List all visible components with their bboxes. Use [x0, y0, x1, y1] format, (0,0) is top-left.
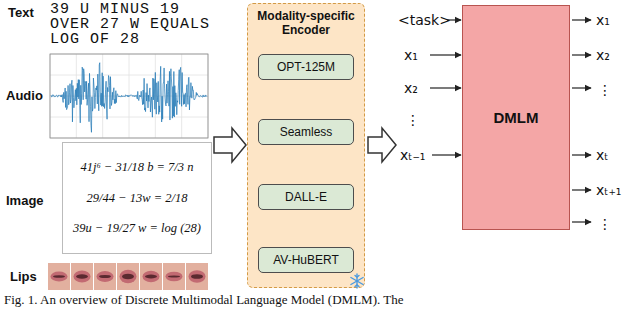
lip-shape: [166, 272, 183, 282]
input-token: x₂: [404, 80, 418, 96]
lip-frame: [117, 263, 139, 290]
snowflake-arm: [351, 278, 363, 285]
snowflake-arm: [351, 278, 363, 285]
mouth-opening: [122, 274, 134, 280]
input-arrow: [430, 87, 461, 88]
task-token: <task>: [398, 12, 451, 28]
output-token: xₜ: [596, 147, 608, 163]
encoder-box: Seamless: [258, 119, 354, 145]
transcript-text: 39 U MINUS 19 OVER 27 W EQUALS LOG OF 28: [50, 2, 218, 47]
image-sample: 41j⁶ − 31/18 b = 7/3 n 29/44 − 13w = 2/18…: [62, 142, 212, 254]
input-arrow: [432, 154, 461, 155]
mouth-opening: [191, 274, 203, 279]
mouth-opening: [53, 275, 65, 278]
encoder-box: DALL-E: [258, 184, 354, 210]
output-arrow: [572, 189, 591, 190]
lip-shape: [143, 271, 160, 283]
lip-frames: [48, 263, 208, 290]
figure-caption: Fig. 1. An overview of Discrete Multimod…: [4, 292, 403, 308]
lip-shape: [120, 270, 137, 284]
lip-shape: [189, 270, 206, 282]
output-arrow: [572, 154, 591, 155]
lip-frame: [140, 263, 162, 290]
block-arrow: [214, 128, 246, 162]
box-label: OPT-125M: [277, 60, 335, 74]
ellipsis: ⋮: [406, 112, 420, 128]
input-arrow: [430, 54, 461, 55]
lip-shape: [97, 271, 114, 282]
lip-frame: [186, 263, 208, 290]
encoder-box: AV-HuBERT: [258, 247, 354, 273]
grid-line: [50, 75, 208, 76]
lip-frame: [163, 263, 185, 290]
group-title: Modality-specific Encoder: [248, 9, 364, 38]
encoder-group: Modality-specific EncoderOPT-125M Seamles…: [247, 3, 365, 288]
modality-label: Lips: [10, 269, 37, 284]
encoder-box: OPT-125M: [258, 54, 354, 80]
block-arrow: [368, 128, 396, 162]
ellipsis: ⋮: [598, 216, 612, 232]
plot-frame: [50, 54, 208, 138]
equation: 41j⁶ − 31/18 b = 7/3 n: [81, 160, 194, 175]
mouth-opening: [76, 274, 88, 278]
output-token: x₁: [596, 12, 610, 28]
modality-label: Audio: [6, 88, 43, 103]
output-arrow: [572, 221, 591, 222]
mouth-opening: [99, 275, 111, 278]
equation: 29/44 − 13w = 2/18: [87, 191, 188, 206]
lip-frame: [71, 263, 93, 290]
output-token: x₂: [596, 47, 610, 63]
snowflake-arm: [355, 285, 359, 287]
output-token: xₜ₊₁: [596, 182, 621, 198]
grid-line: [50, 117, 208, 118]
model-box: DMLM: [462, 5, 570, 230]
lip-shape: [74, 270, 91, 282]
audio-waveform: [50, 54, 208, 138]
output-arrow: [572, 19, 591, 20]
input-token: x₁: [404, 47, 418, 63]
lip-frame: [94, 263, 116, 290]
mouth-opening: [145, 275, 157, 279]
modality-label: Image: [6, 193, 44, 208]
snowflake-arm: [355, 276, 359, 278]
output-arrow: [572, 54, 591, 55]
equation: 39u − 19/27 w = log (28): [73, 221, 201, 236]
lip-shape: [51, 271, 68, 281]
input-token: xₜ₋₁: [400, 147, 425, 163]
box-label: Seamless: [280, 125, 333, 139]
waveform-trace: [51, 63, 207, 133]
box-label: AV-HuBERT: [273, 253, 339, 267]
box-label: DALL-E: [285, 190, 327, 204]
modality-label: Text: [8, 5, 34, 20]
lip-frame: [48, 263, 70, 290]
mouth-opening: [168, 275, 180, 277]
output-arrow: [572, 87, 591, 88]
frozen-icon: [349, 273, 365, 289]
box-label: DMLM: [494, 109, 539, 126]
ellipsis: ⋮: [598, 82, 612, 98]
